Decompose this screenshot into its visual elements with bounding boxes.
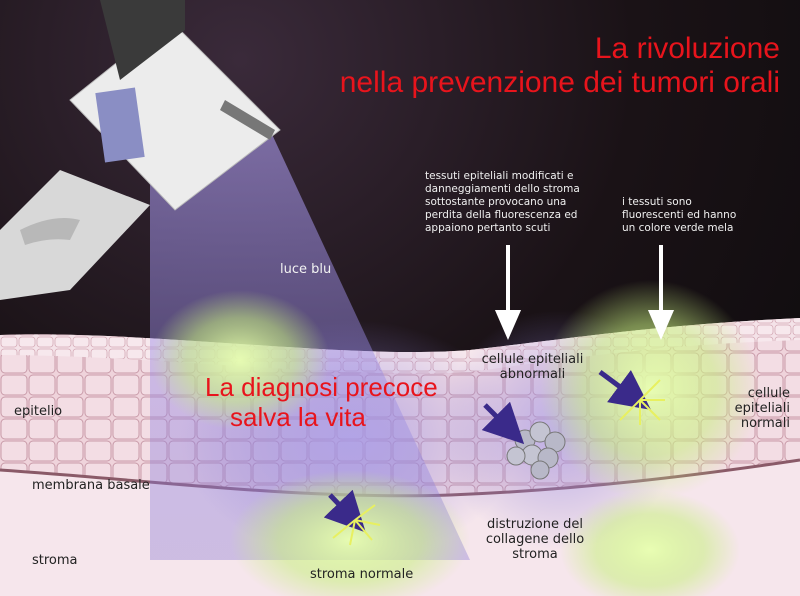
white-arrows bbox=[494, 245, 675, 341]
label-cellule-abnormali: cellule epiteliali abnormali bbox=[481, 352, 584, 382]
title-line-2: nella prevenzione dei tumori orali bbox=[339, 66, 780, 99]
label-membrana-basale: membrana basale bbox=[32, 478, 150, 493]
scanner-device bbox=[0, 0, 281, 300]
label-stroma: stroma bbox=[32, 553, 78, 568]
title-line-1: La rivoluzione bbox=[594, 32, 780, 65]
annotation-left: tessuti epiteliali modificati e danneggi… bbox=[425, 170, 580, 234]
green-glow-bottom-left bbox=[230, 470, 470, 596]
label-distruzione: distruzione del collagene dello stroma bbox=[485, 517, 585, 562]
label-cellule-normali: cellule epiteliali normali bbox=[734, 386, 790, 431]
slogan-line-1: La diagnosi precoce bbox=[205, 372, 438, 402]
abnormal-cell-cluster bbox=[506, 421, 566, 480]
label-luce-blu: luce blu bbox=[280, 262, 332, 277]
slogan-line-2: salva la vita bbox=[230, 402, 366, 432]
slogan: La diagnosi precoce salva la vita bbox=[205, 372, 465, 432]
green-glow-bottom-right bbox=[560, 490, 740, 596]
annotation-right: i tessuti sono fluorescenti ed hanno un … bbox=[622, 196, 737, 234]
title: La rivoluzione nella prevenzione dei tum… bbox=[250, 32, 780, 100]
fluorescence-rays bbox=[332, 379, 665, 546]
green-glow-left bbox=[150, 290, 330, 430]
label-stroma-normale: stroma normale bbox=[310, 567, 414, 582]
label-epitelio: epitelio bbox=[14, 404, 63, 419]
purple-arrows bbox=[323, 369, 652, 533]
